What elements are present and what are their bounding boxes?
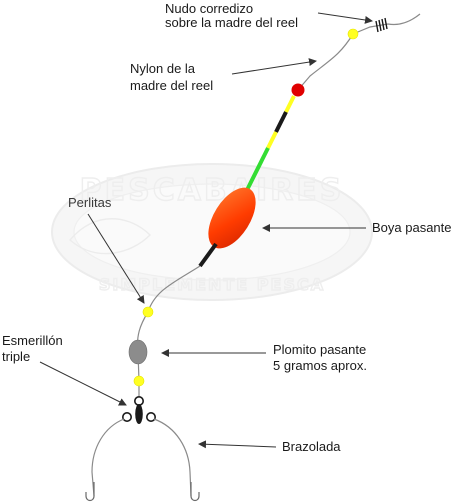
label-nylon-line1: Nylon de la	[130, 61, 196, 76]
arrow-knot	[317, 12, 373, 24]
float-stem	[198, 242, 218, 268]
hook-right	[190, 482, 200, 502]
snood-right	[153, 418, 192, 497]
watermark-bottom-text: SIMPLEMENTE PESCA	[99, 275, 325, 294]
snood-lines	[91, 418, 192, 497]
callout-arrows	[39, 12, 373, 449]
arrow-nylon	[231, 58, 317, 75]
arrow-snood	[198, 440, 277, 449]
line-top-segment	[352, 13, 421, 35]
label-swivel-line1: Esmerillón	[2, 333, 63, 348]
arrow-swivel	[39, 361, 127, 406]
snood-left	[91, 418, 125, 497]
line-upper-segment	[297, 33, 354, 91]
label-knot-line2: sobre la madre del reel	[165, 15, 298, 30]
sliding-sinker	[128, 339, 148, 365]
float-body	[208, 187, 256, 249]
label-knot-line1: Nudo corredizo	[165, 1, 253, 16]
lower-bead	[133, 375, 145, 387]
arrow-beads	[87, 213, 145, 304]
label-swivel-line2: triple	[2, 349, 30, 364]
line-lower-segment	[147, 265, 201, 313]
label-sinker-line1: Plomito pasante	[273, 342, 366, 357]
triple-swivel	[122, 395, 157, 424]
upper-bead	[142, 306, 154, 318]
watermark-top-text: PESCABAIRES	[80, 173, 345, 208]
hook-left	[85, 482, 95, 502]
label-float: Boya pasante	[372, 220, 452, 235]
label-nylon-line2: madre del reel	[130, 78, 213, 93]
float-antenna	[244, 95, 296, 193]
stopper-bead	[347, 28, 359, 40]
hooks	[85, 482, 200, 502]
label-snood: Brazolada	[282, 439, 341, 454]
label-beads: Perlitas	[68, 195, 112, 210]
label-sinker-line2: 5 gramos aprox.	[273, 358, 367, 373]
red-bead	[291, 83, 305, 97]
sliding-knot	[375, 17, 388, 33]
